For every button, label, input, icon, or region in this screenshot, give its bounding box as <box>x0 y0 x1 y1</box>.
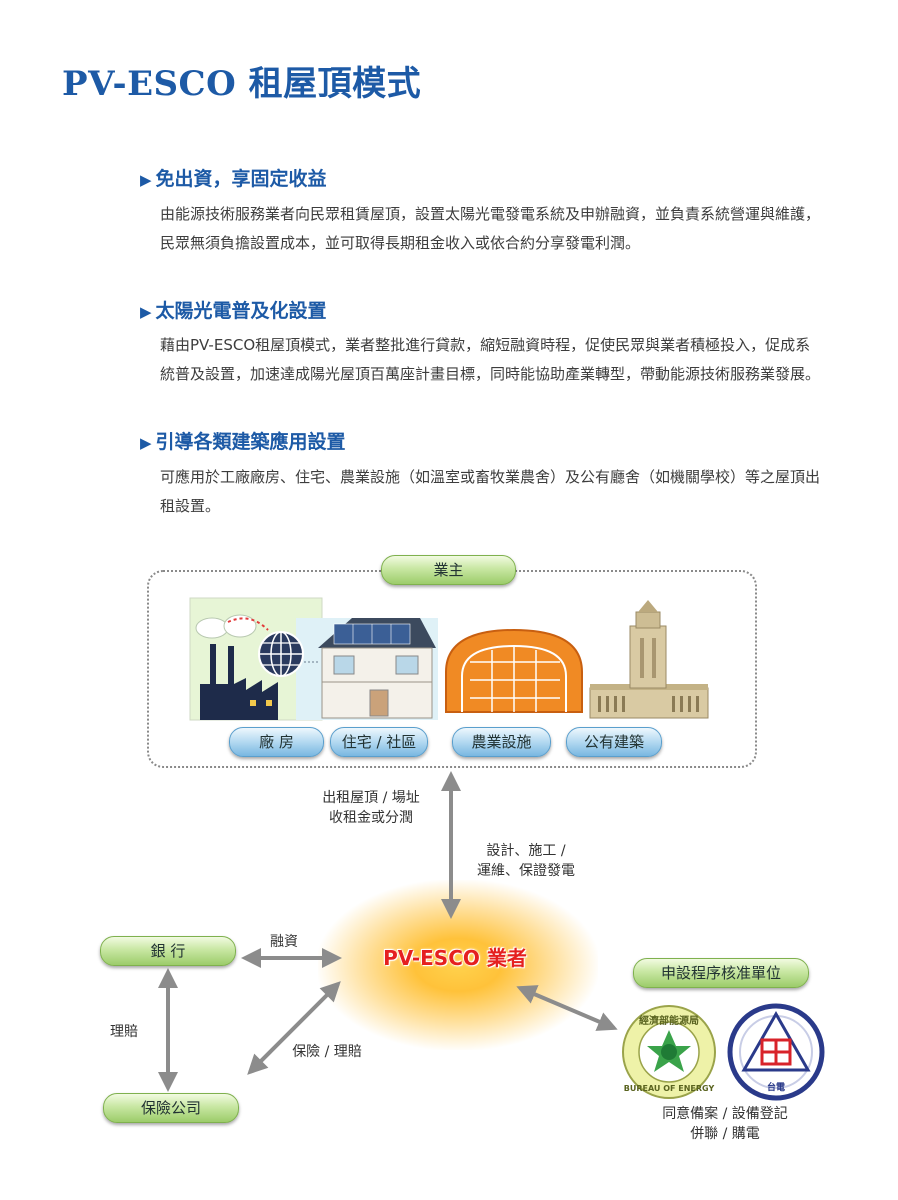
edge-claims-label: 理賠 <box>110 1024 138 1040</box>
triangle-bullet-icon: ▶ <box>140 434 152 452</box>
building-type-factory: 廠 房 <box>229 727 324 757</box>
logo-energy-text: 經濟部能源局 <box>639 1014 699 1027</box>
greenhouse-image <box>445 628 583 713</box>
section-heading-2: ▶太陽光電普及化設置 <box>140 296 327 323</box>
logo-energy-en: BUREAU OF ENERGY <box>624 1084 715 1093</box>
section-heading-text: 太陽光電普及化設置 <box>155 300 327 322</box>
logo-taipower-text: 台電 <box>767 1081 785 1093</box>
edge-owner-out-line1: 出租屋頂 / 場址 <box>322 790 420 806</box>
insurance-pill: 保險公司 <box>103 1093 239 1123</box>
esco-authority-arrow <box>516 985 618 1031</box>
building-type-agricultural: 農業設施 <box>452 727 551 757</box>
edge-bank-label: 融資 <box>270 934 298 950</box>
page-title: PV-ESCO 租屋頂模式 <box>62 64 422 104</box>
taipower-logo: 台電 <box>727 1003 825 1101</box>
edge-owner-out-line2: 收租金或分潤 <box>329 810 413 826</box>
section-body-3: 可應用於工廠廠房、住宅、農業設施（如溫室或畜牧業農舍）及公有廳舍（如機關學校）等… <box>160 468 821 515</box>
public-building-image <box>589 600 709 719</box>
edge-esco-to-owner-label: 設計、施工 / 運維、保證發電 <box>456 841 596 881</box>
edge-owner-out-label: 出租屋頂 / 場址 收租金或分潤 <box>296 788 446 828</box>
section-body-1: 由能源技術服務業者向民眾租賃屋頂，設置太陽光電發電系統及申辦融資，並負責系統營運… <box>160 205 821 252</box>
owner-pill: 業主 <box>381 555 516 585</box>
insurance-esco-arrow <box>247 981 341 1075</box>
section-heading-1: ▶免出資，享固定收益 <box>140 164 327 191</box>
authority-actions-line1: 同意備案 / 設備登記 <box>662 1106 788 1122</box>
edge-insurance-label: 保險 / 理賠 <box>292 1044 362 1060</box>
section-heading-3: ▶引導各類建築應用設置 <box>140 427 346 454</box>
edge-esco-to-owner-line1: 設計、施工 / <box>486 843 566 859</box>
bureau-of-energy-logo: 經濟部能源局 BUREAU OF ENERGY <box>622 1005 716 1099</box>
center-esco-label: PV-ESCO 業者 <box>383 946 527 970</box>
house-image <box>296 618 438 720</box>
section-heading-text: 免出資，享固定收益 <box>155 168 327 190</box>
authority-actions-line2: 併聯 / 購電 <box>690 1126 760 1142</box>
section-body-2: 藉由PV-ESCO租屋頂模式，業者整批進行貸款，縮短融資時程，促使民眾與業者積極… <box>160 336 821 383</box>
edge-esco-to-owner-line2: 運維、保證發電 <box>477 863 575 879</box>
building-type-residential: 住宅 / 社區 <box>330 727 428 757</box>
triangle-bullet-icon: ▶ <box>140 171 152 189</box>
building-type-public: 公有建築 <box>566 727 662 757</box>
globe-icon <box>258 631 304 677</box>
triangle-bullet-icon: ▶ <box>140 303 152 321</box>
authority-actions-label: 同意備案 / 設備登記 併聯 / 購電 <box>640 1104 810 1144</box>
authority-pill: 申設程序核准單位 <box>633 958 809 988</box>
bank-pill: 銀 行 <box>100 936 236 966</box>
section-heading-text: 引導各類建築應用設置 <box>155 431 346 453</box>
